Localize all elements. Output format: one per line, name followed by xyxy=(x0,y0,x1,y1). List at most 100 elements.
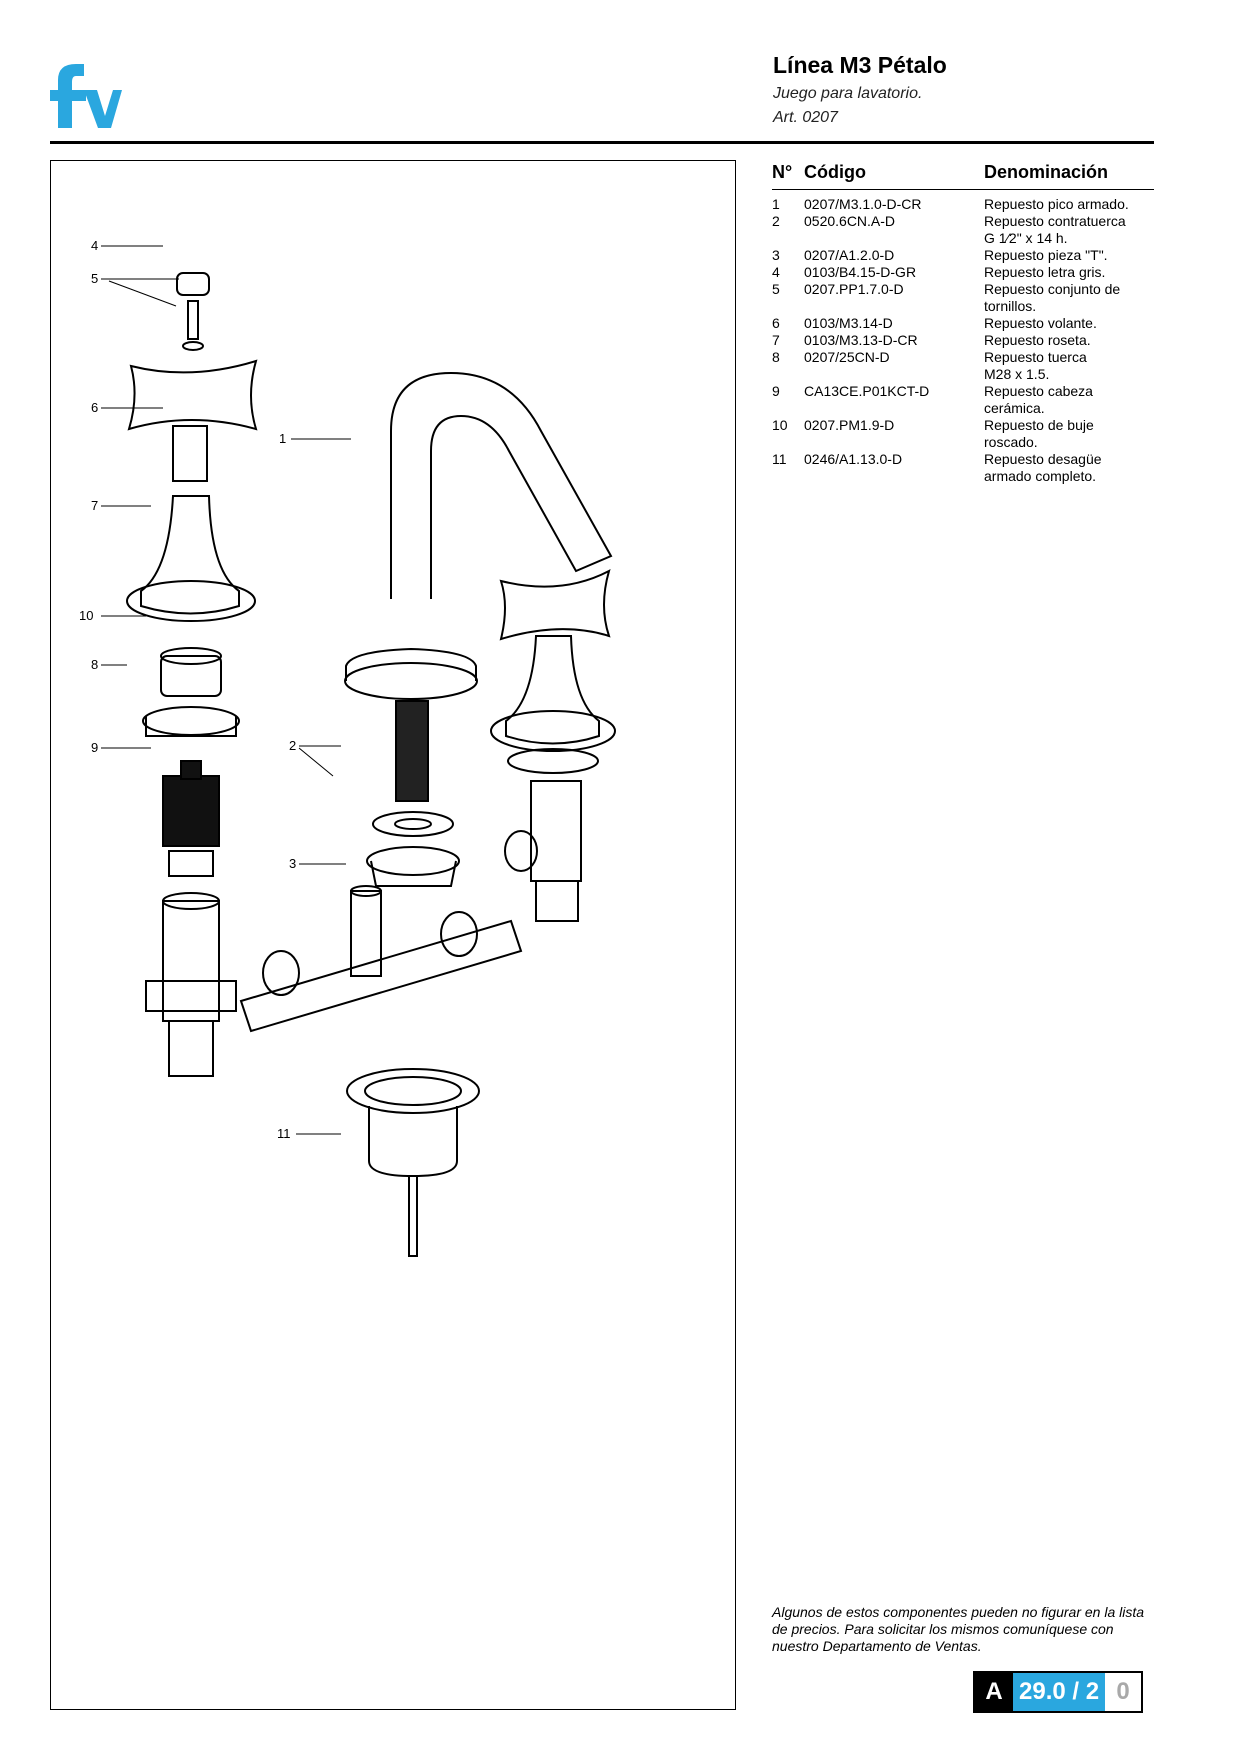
row-code: 0207.PM1.9-D xyxy=(804,417,895,433)
letter-cap xyxy=(176,272,210,296)
row-name-line: Repuesto cabeza xyxy=(984,383,1093,399)
spout xyxy=(390,371,613,599)
screw xyxy=(187,300,199,340)
parts-table-header: N° Código Denominación xyxy=(772,162,1154,190)
locknut-washer xyxy=(372,811,454,837)
row-name-line: Repuesto tuerca xyxy=(984,349,1087,365)
row-number: 9 xyxy=(772,383,780,399)
label-3: 3 xyxy=(289,856,296,871)
table-row: 4 0103/B4.15-D-GR Repuesto letra gris. xyxy=(772,264,1154,281)
page-code-letter: A xyxy=(975,1673,1013,1711)
row-name-line: Repuesto roseta. xyxy=(984,332,1091,348)
right-rosette xyxy=(505,635,600,745)
row-number: 7 xyxy=(772,332,780,348)
bushing xyxy=(160,655,222,697)
fv-logo xyxy=(50,64,122,128)
label-10: 10 xyxy=(79,608,93,623)
drain-rod xyxy=(408,1175,418,1257)
row-name-line: cerámica. xyxy=(984,400,1045,416)
left-valve-body xyxy=(162,900,220,1022)
label-4: 4 xyxy=(91,238,98,253)
row-code: 0207.PP1.7.0-D xyxy=(804,281,904,297)
left-rosette xyxy=(140,495,240,615)
exploded-diagram-frame: 4 5 6 7 10 8 9 1 2 3 11 xyxy=(50,160,736,1710)
label-7: 7 xyxy=(91,498,98,513)
row-name: Repuesto volante. xyxy=(984,315,1154,332)
page-subtitle: Juego para lavatorio. xyxy=(773,85,923,102)
header-code: Código xyxy=(804,162,866,182)
right-handle xyxy=(499,569,611,641)
row-code: 0207/25CN-D xyxy=(804,349,890,365)
header-name: Denominación xyxy=(984,162,1109,182)
row-code: 0103/B4.15-D-GR xyxy=(804,264,917,280)
label-6: 6 xyxy=(91,400,98,415)
header-number: N° xyxy=(772,162,793,182)
page-code-box: A 29.0 / 2 0 xyxy=(973,1671,1144,1713)
row-number: 10 xyxy=(772,417,788,433)
table-row: 7 0103/M3.13-D-CR Repuesto roseta. xyxy=(772,332,1154,349)
row-name-line: M28 x 1.5. xyxy=(984,366,1050,382)
row-name: Repuesto pieza "T". xyxy=(984,247,1154,264)
row-name: Repuesto letra gris. xyxy=(984,264,1154,281)
row-code: 0103/M3.14-D xyxy=(804,315,893,331)
table-row: 6 0103/M3.14-D Repuesto volante. xyxy=(772,315,1154,332)
header: Línea M3 Pétalo Juego para lavatorio. Ar… xyxy=(773,52,1153,127)
header-rule xyxy=(50,141,1154,144)
row-code: 0520.6CN.A-D xyxy=(804,213,896,229)
row-name-line: Repuesto volante. xyxy=(984,315,1097,331)
ceramic-cartridge xyxy=(162,775,220,847)
page-code-revision: 0 xyxy=(1105,1673,1142,1711)
row-name-line: roscado. xyxy=(984,434,1038,450)
row-name-line: Repuesto conjunto de xyxy=(984,281,1121,297)
row-name-line: G 1⁄2" x 14 h. xyxy=(984,230,1068,246)
left-handle xyxy=(127,359,258,431)
table-row: 3 0207/A1.2.0-D Repuesto pieza "T". xyxy=(772,247,1154,264)
row-code: CA13CE.P01KCT-D xyxy=(804,383,930,399)
drain-body xyxy=(368,1106,458,1178)
availability-note: Algunos de estos componentes pueden no f… xyxy=(772,1604,1145,1654)
row-name: Repuesto pico armado. xyxy=(984,196,1154,213)
label-8: 8 xyxy=(91,657,98,672)
row-code: 0246/A1.13.0-D xyxy=(804,451,903,467)
drain-flange xyxy=(346,1068,480,1114)
row-name-line: armado completo. xyxy=(984,468,1097,484)
row-name-line: Repuesto letra gris. xyxy=(984,264,1106,280)
row-number: 2 xyxy=(772,213,780,229)
nut xyxy=(142,706,240,736)
row-number: 11 xyxy=(772,451,787,467)
row-number: 6 xyxy=(772,315,780,331)
label-5: 5 xyxy=(91,271,98,286)
row-number: 4 xyxy=(772,264,780,280)
spout-base xyxy=(344,662,478,700)
right-valve-body xyxy=(530,780,582,882)
page-title: Línea M3 Pétalo xyxy=(773,52,947,78)
row-code: 0207/A1.2.0-D xyxy=(804,247,895,263)
t-piece-stub xyxy=(350,890,382,977)
row-code: 0103/M3.13-D-CR xyxy=(804,332,918,348)
row-name-line: Repuesto contratuerca xyxy=(984,213,1126,229)
spout-thread xyxy=(395,700,429,802)
row-number: 1 xyxy=(772,196,780,212)
exploded-diagram: 4 5 6 7 10 8 9 1 2 3 11 xyxy=(79,238,616,1257)
row-name-line: Repuesto pico armado. xyxy=(984,196,1129,212)
label-2: 2 xyxy=(289,738,296,753)
row-number: 8 xyxy=(772,349,780,365)
locknut xyxy=(366,846,460,876)
label-1: 1 xyxy=(279,431,286,446)
row-number: 3 xyxy=(772,247,780,263)
row-name: Repuesto roseta. xyxy=(984,332,1154,349)
